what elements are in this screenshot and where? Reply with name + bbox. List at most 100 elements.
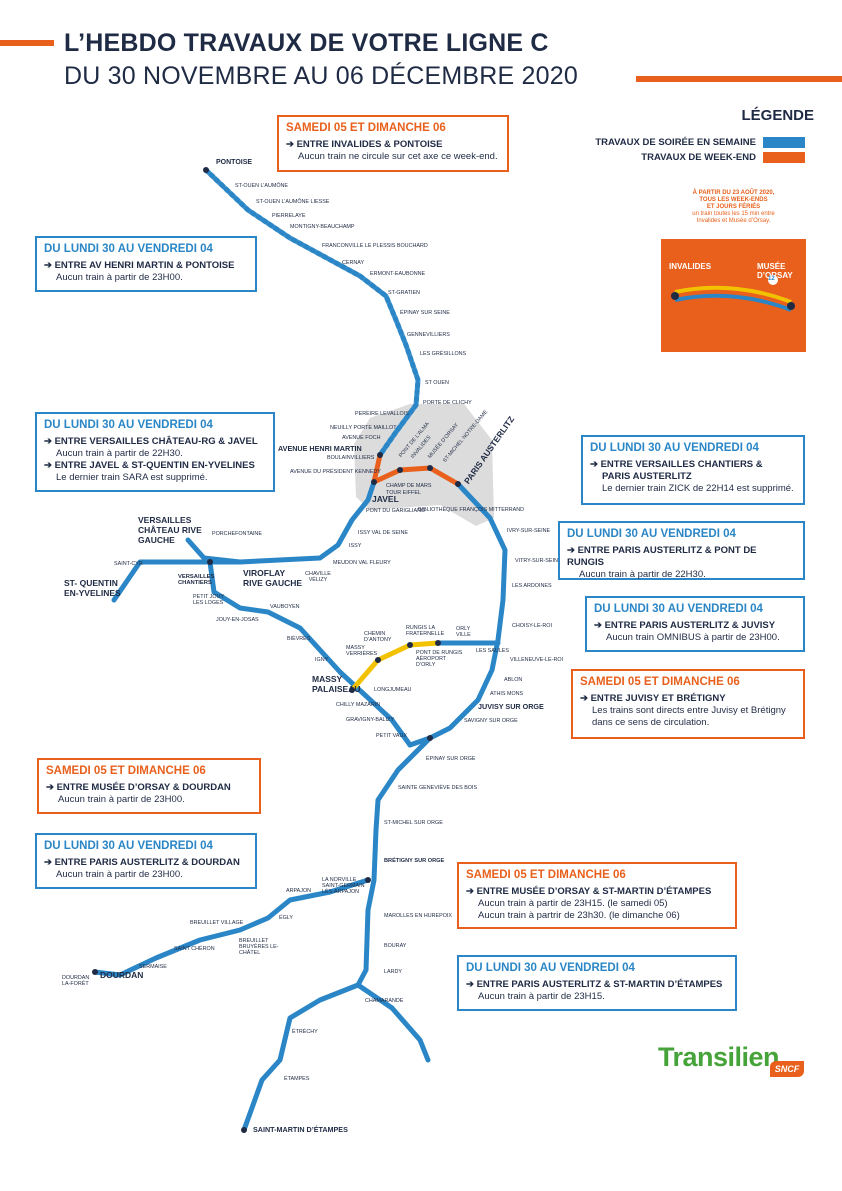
- station-label: GRAVIGNY-BALIZY: [346, 717, 394, 723]
- station-label: MEUDON VAL FLEURY: [333, 560, 391, 566]
- station-label: ST-OUEN L’AUMÔNE: [235, 183, 289, 189]
- info-box: SAMEDI 05 ET DIMANCHE 06 ➔ ENTRE MUSÉE D…: [37, 758, 261, 814]
- station-label: SAVIGNY SUR ORGE: [464, 718, 518, 724]
- station-label: VERSAILLES CHANTIERS: [178, 574, 215, 586]
- station-label: BOULAINVILLIERS: [327, 455, 375, 461]
- station-label: ÉTRÉCHY: [292, 1029, 318, 1035]
- info-box: SAMEDI 05 ET DIMANCHE 06 ➔ ENTRE INVALID…: [277, 115, 509, 172]
- station-label: ATHIS MONS: [490, 691, 524, 697]
- transilien-logo: Transilien: [658, 1042, 780, 1072]
- station-label: LES ARDOINES: [512, 583, 552, 589]
- station-label: VIROFLAY RIVE GAUCHE: [243, 568, 303, 588]
- station-label: BIBLIOTHÈQUE FRANÇOIS MITTERRAND: [418, 507, 525, 513]
- station-label: RUNGIS LA FRATERNELLE: [406, 625, 445, 637]
- station-label: PORCHEFONTAINE: [212, 531, 262, 537]
- line-southeast: [407, 481, 508, 748]
- station-label: ÉTAMPES: [284, 1076, 310, 1082]
- station-label: CHAMARANDE: [365, 998, 404, 1004]
- station-label: DOURDAN: [100, 970, 144, 980]
- station-label: MASSY PALAISEAU: [312, 674, 361, 694]
- legend-title: LÉGENDE: [741, 107, 814, 124]
- station-label: VERSAILLES CHÂTEAU RIVE GAUCHE: [138, 515, 202, 545]
- station-label: BREUILLET BRUYÈRES LE-CHÂTEL: [239, 938, 279, 956]
- station-label: ABLON: [504, 677, 523, 683]
- info-box: SAMEDI 05 ET DIMANCHE 06 ➔ ENTRE JUVISY …: [571, 669, 805, 739]
- station-label: ÉPINAY SUR ORGE: [426, 756, 476, 762]
- page-title: L’HEBDO TRAVAUX DE VOTRE LIGNE C: [64, 29, 549, 57]
- station-label: FRANCONVILLE LE PLESSIS BOUCHARD: [322, 243, 428, 249]
- station-label: SAINTE GENEVIÈVE DES BOIS: [398, 785, 478, 791]
- station-label: SAINT CHÉRON: [174, 946, 215, 952]
- paris-zone: [354, 404, 494, 526]
- station-label: LONGJUMEAU: [374, 687, 412, 693]
- line-dourdan: [92, 877, 371, 978]
- station-label: ÉGLY: [279, 915, 293, 921]
- station-label: SAINT-CYR: [114, 561, 143, 567]
- station-label: ERMONT-EAUBONNE: [370, 271, 426, 277]
- station-label: JUVISY SUR ORGE: [478, 702, 544, 711]
- station-label: CHAMP DE MARS: [386, 483, 432, 489]
- legend-swatch-weekday: [763, 137, 805, 148]
- header-bar-left: [0, 40, 54, 46]
- promo-station-left: INVALIDES: [669, 262, 712, 271]
- station-label: DOURDAN LA-FORÊT: [62, 975, 90, 987]
- station-label: BREUILLET VILLAGE: [190, 920, 244, 926]
- station-label: VILLENEUVE-LE-ROI: [510, 657, 564, 663]
- promo-line: ET JOURS FÉRIÉS: [706, 204, 761, 210]
- station-label: ST- QUENTIN EN-YVELINES: [64, 578, 121, 598]
- page-subtitle: DU 30 NOVEMBRE AU 06 DÉCEMBRE 2020: [64, 62, 578, 90]
- station-label: IGNY: [315, 657, 329, 663]
- station-label: MONTIGNY-BEAUCHAMP: [290, 224, 355, 230]
- station-label: ISSY VAL DE SEINE: [358, 530, 408, 536]
- station-label: GENNEVILLIERS: [407, 332, 450, 338]
- station-label: LARDY: [384, 969, 402, 975]
- station-label: BIÈVRES: [287, 636, 311, 642]
- station-label: CHILLY MAZARIN: [336, 702, 381, 708]
- line-west: [185, 479, 377, 565]
- station-label: PIERRELAYE: [272, 213, 306, 219]
- station-label: ST-OUEN L’AUMÔNE LIESSE: [256, 199, 330, 205]
- station-label: VAUBOYEN: [270, 604, 300, 610]
- station-label: AVENUE FOCH: [342, 435, 381, 441]
- promo-line-badge: 12: [768, 276, 775, 282]
- station-label: CHOISY-LE-ROI: [512, 623, 552, 629]
- legend-swatch-weekend: [763, 152, 805, 163]
- promo-line: TOUS LES WEEK-ENDS: [699, 197, 768, 203]
- station-label: JOUY-EN-JOSAS: [216, 617, 259, 623]
- station-label: BOURAY: [384, 943, 407, 949]
- promo-panel: À PARTIR DU 23 AOÛT 2020, TOUS LES WEEK-…: [661, 184, 806, 352]
- promo-line: Invalides et Musée d’Orsay.: [696, 218, 771, 224]
- station-label: PEREIRE LEVALLOIS: [355, 411, 409, 417]
- station-label: PONTOISE: [216, 159, 253, 166]
- station-label: CHEMIN D’ANTONY: [364, 631, 392, 643]
- legend-label-weekday: TRAVAUX DE SOIRÉE EN SEMAINE: [595, 137, 756, 148]
- info-box: DU LUNDI 30 AU VENDREDI 04 ➔ ENTRE PARIS…: [558, 521, 805, 580]
- station-label: MAROLLES EN HUREPOIX: [384, 913, 452, 919]
- header-bar-right: [636, 76, 842, 82]
- station-label: ST-GRATIEN: [388, 290, 420, 296]
- station-label: NEUILLY PORTE MAILLOT: [330, 425, 397, 431]
- station-label: BRÉTIGNY SUR ORGE: [384, 858, 445, 864]
- info-box: DU LUNDI 30 AU VENDREDI 04 ➔ ENTRE VERSA…: [35, 412, 275, 492]
- station-label: IVRY-SUR-SEINE: [507, 528, 551, 534]
- station-label: PONT DE RUNGIS AÉROPORT D’ORLY: [416, 650, 463, 668]
- station-label: JAVEL: [372, 494, 399, 504]
- station-label: AVENUE HENRI MARTIN: [278, 444, 362, 453]
- station-label: SAINT-MARTIN D’ÉTAMPES: [253, 1125, 348, 1134]
- station-label: TOUR EIFFEL: [386, 490, 421, 496]
- info-box: DU LUNDI 30 AU VENDREDI 04 ➔ ENTRE PARIS…: [457, 955, 737, 1011]
- line-orly: [349, 640, 441, 693]
- station-label: ARPAJON: [286, 888, 312, 894]
- station-label: CHAVILLE VÉLIZY: [305, 571, 331, 583]
- promo-line: À PARTIR DU 23 AOÛT 2020,: [692, 190, 775, 196]
- station-label: PONT DU GARIGLIANO: [366, 508, 426, 514]
- station-label: LES GRÉSILLONS: [420, 351, 467, 357]
- station-label: ST-MICHEL SUR ORGE: [384, 820, 443, 826]
- station-label: ST OUEN: [425, 380, 449, 386]
- station-label: VITRY-SUR-SEINE: [515, 558, 562, 564]
- station-label: ÉPINAY SUR SEINE: [400, 310, 450, 316]
- station-label: ORLY VILLE: [456, 626, 471, 638]
- promo-line: un train toutes les 15 min entre: [692, 211, 775, 217]
- station-label: PETIT VAUX: [376, 733, 407, 739]
